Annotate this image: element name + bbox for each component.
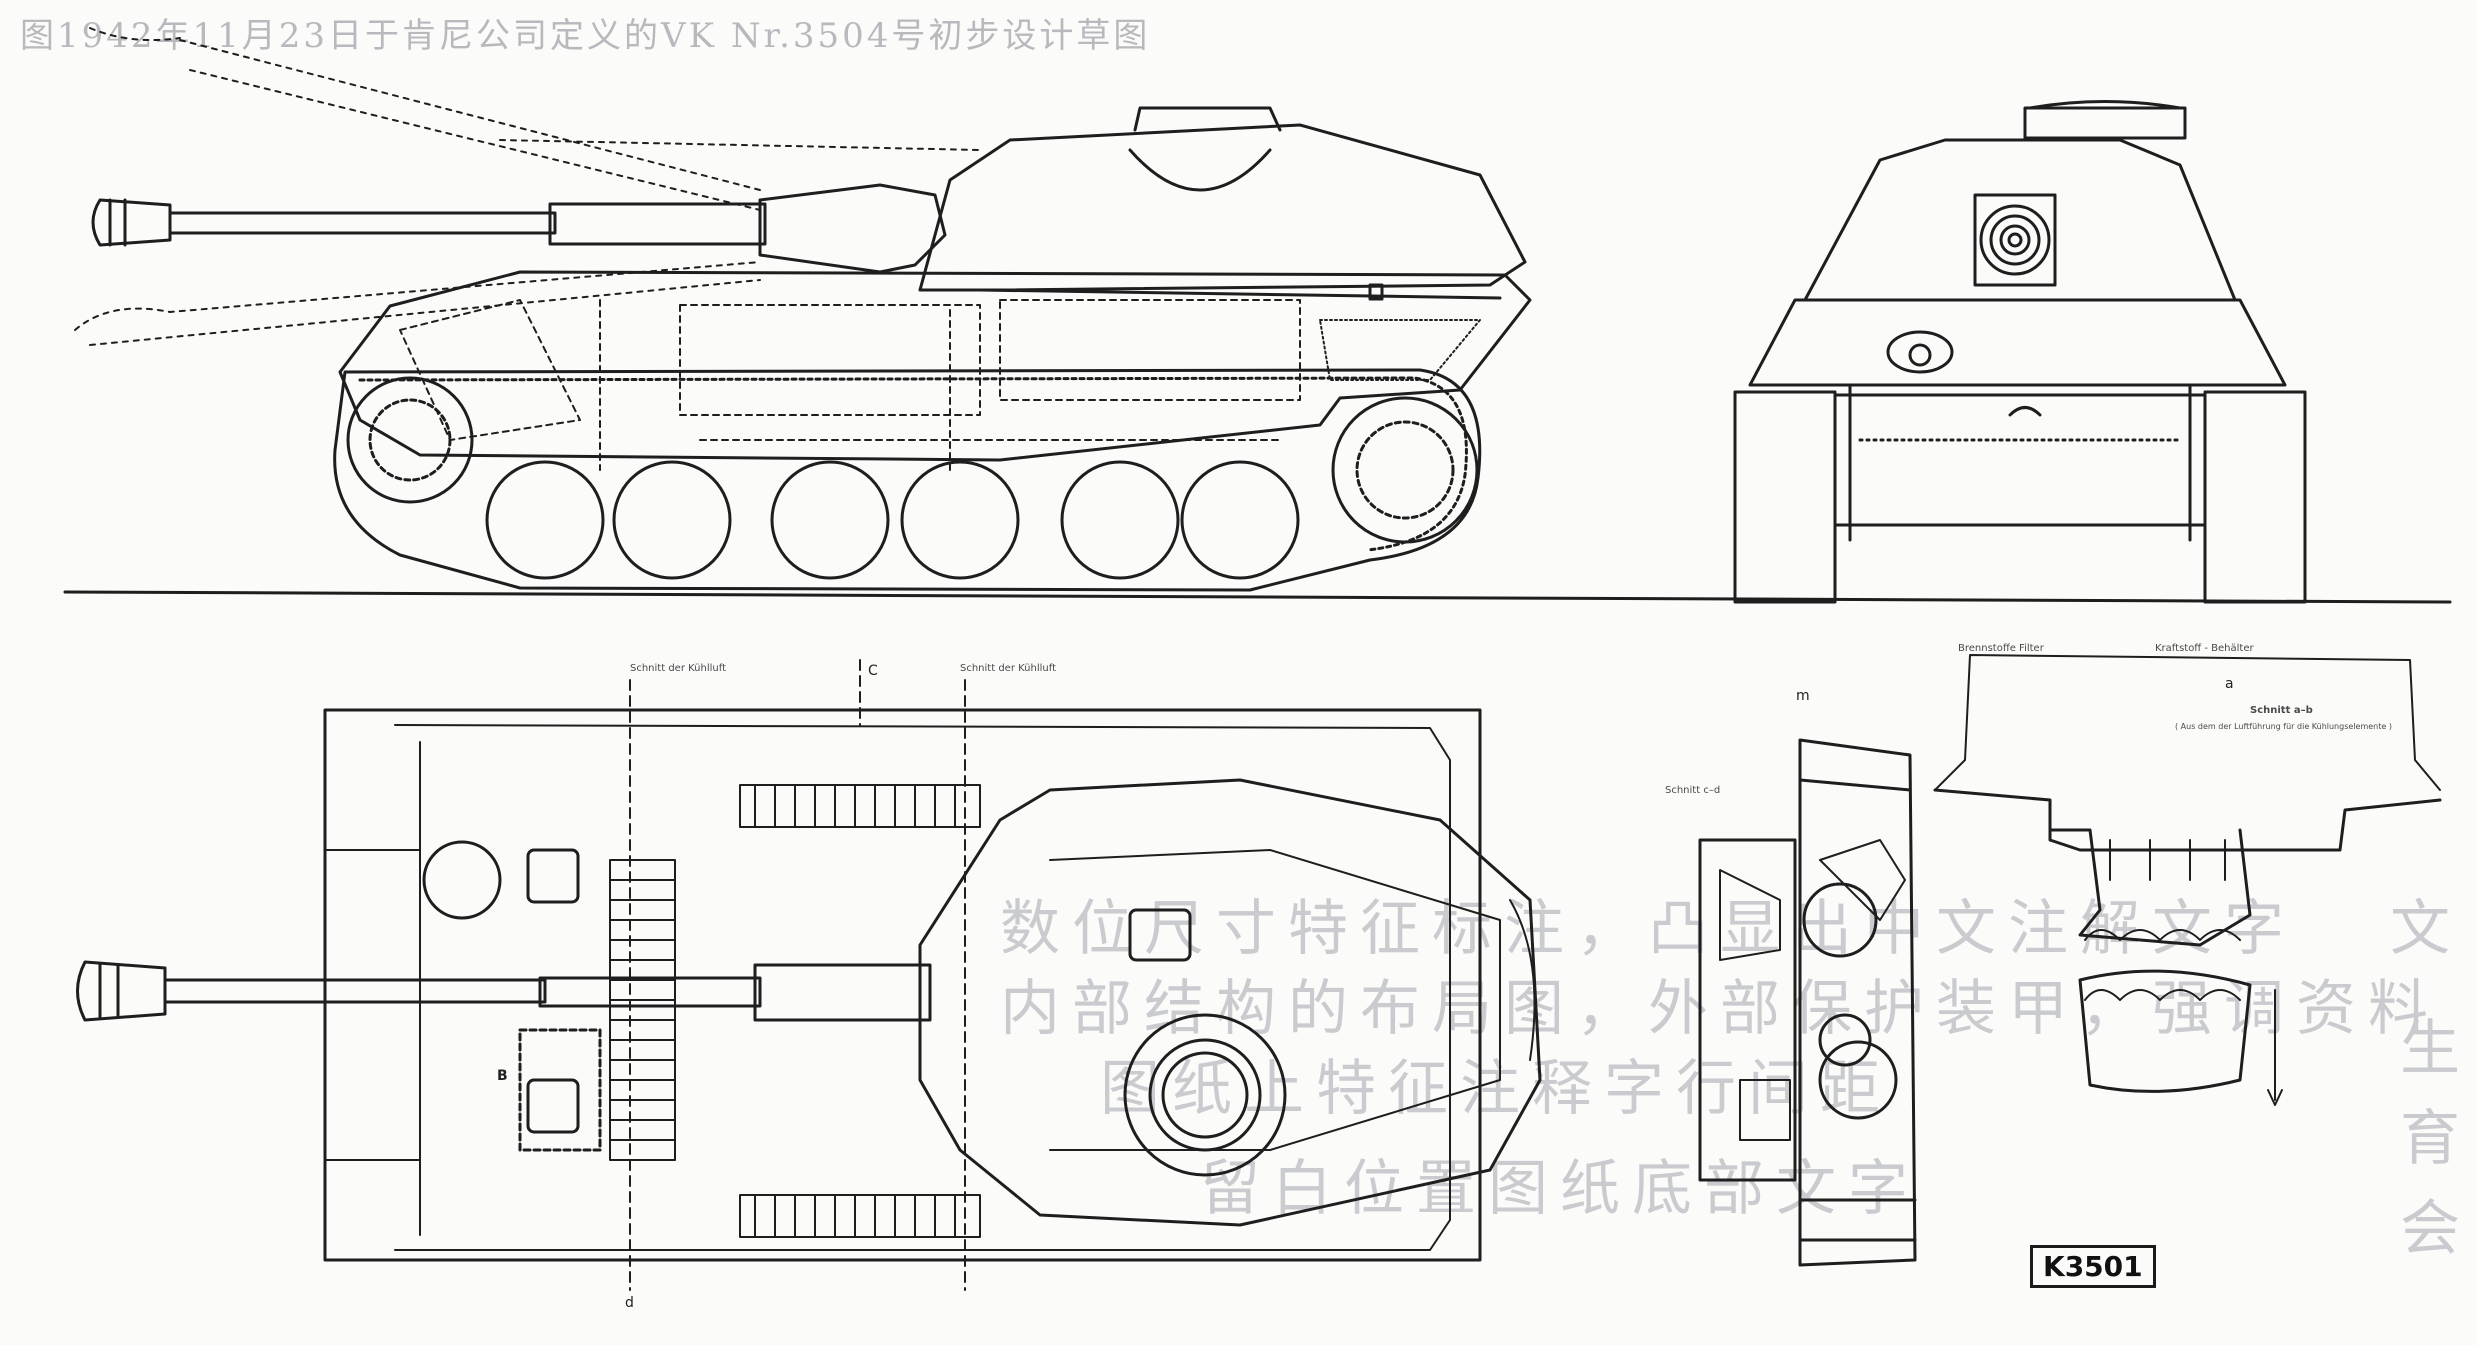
label-filter: Brennstoffe Filter <box>1958 643 2044 654</box>
drawing-number-tag: K3501 <box>2030 1245 2156 1288</box>
background-text-4: 留白位置图纸底部文字 <box>1200 1154 1920 1224</box>
cupola-front <box>2023 106 2187 140</box>
hatch-plan <box>422 840 502 920</box>
muzzle-brake-plan <box>76 960 167 1022</box>
background-text-3: 图纸上特征注释字行间距 <box>1100 1054 1892 1124</box>
hull-front-upper <box>1748 298 2287 387</box>
turret-side <box>918 123 1527 292</box>
label-section-marker-bottom: d <box>625 1295 634 1311</box>
background-glyph-1: 文 <box>2390 894 2462 964</box>
hull-side-outline <box>338 270 1532 462</box>
track-front-left <box>1733 390 1837 604</box>
section-cd-hull <box>1798 738 1917 1267</box>
label-section-ab-note: ( Aus dem der Luftführung für die Kühlun… <box>2175 722 2392 731</box>
label-marker-b: B <box>497 1068 508 1084</box>
gun-sleeve-plan <box>753 963 932 1022</box>
idler-wheel <box>346 376 474 504</box>
label-section-marker-top: C <box>868 663 878 679</box>
label-section-cd: Schnitt c–d <box>1665 785 1721 796</box>
background-text-1: 数位尺寸特征标注，凸显出中文注解文字 <box>1000 894 2296 964</box>
drive-sprocket <box>1331 396 1479 544</box>
section-cd-view <box>1698 738 1917 1267</box>
mantlet-front <box>1973 193 2057 287</box>
cupola-plan <box>1123 1013 1287 1177</box>
sheet-heading: 图1942年11月23日于肯尼公司定义的VK Nr.3504号初步设计草图 <box>20 16 1151 56</box>
turret-plan <box>918 778 1542 1227</box>
label-marker-m: m <box>1796 688 1810 704</box>
gun-barrel-plan <box>163 978 547 1004</box>
road-wheel <box>1180 460 1300 580</box>
muzzle-brake-side <box>91 198 172 247</box>
label-marker-a: a <box>2225 676 2234 692</box>
radiator-lower <box>2078 969 2252 1093</box>
road-wheel <box>770 460 890 580</box>
cooling-duct <box>1933 788 2442 852</box>
track-front-right <box>2203 390 2307 604</box>
road-wheel <box>1060 460 1180 580</box>
road-wheel <box>485 460 605 580</box>
plan-view <box>76 659 1542 1291</box>
label-section-ab: Schnitt a–b <box>2250 705 2313 716</box>
gun-barrel-side <box>168 211 557 235</box>
hull-plan-outline <box>323 708 1482 1262</box>
background-glyph-2: 生 <box>2400 1014 2472 1084</box>
cupola-side <box>1133 106 1282 132</box>
label-plan-section-right: Schnitt der Kühlluft <box>960 663 1057 674</box>
label-plan-section-left: Schnitt der Kühlluft <box>630 663 727 674</box>
road-wheel <box>900 460 1020 580</box>
side-view <box>63 27 2452 604</box>
background-glyph-3: 育 <box>2400 1104 2472 1174</box>
turret-front <box>1803 138 2237 302</box>
background-text-2: 内部结构的布局图，外部保护装甲，强调资料 <box>1000 974 2440 1044</box>
road-wheel <box>612 460 732 580</box>
section-ab-view <box>1933 654 2442 1106</box>
background-glyph-4: 会 <box>2400 1194 2472 1264</box>
front-view <box>1733 100 2307 604</box>
track-outline <box>333 368 1482 592</box>
gun-sleeve-side <box>548 202 767 246</box>
mantlet-side <box>758 183 947 274</box>
engine-grille <box>609 859 676 1161</box>
label-fuel-tank: Kraftstoff - Behälter <box>2155 643 2254 654</box>
